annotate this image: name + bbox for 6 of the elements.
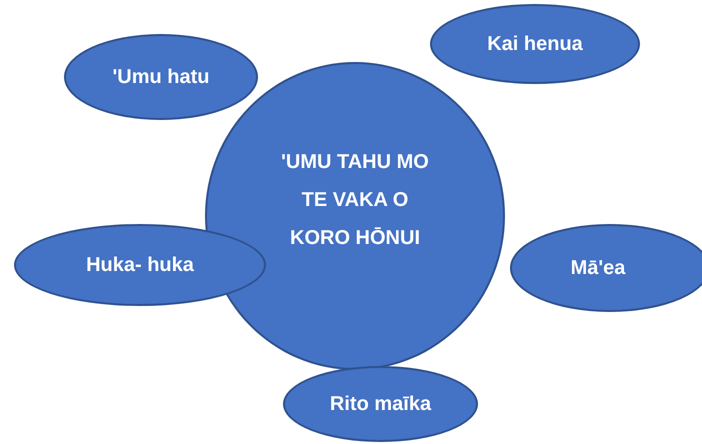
node-text: 'UMU TAHU MO TE VAKA O KORO HŌNUI	[280, 150, 430, 251]
node-text: Rito maīka	[328, 392, 432, 417]
node-text: 'Umu hatu	[112, 65, 210, 90]
node-text: Kai henua	[486, 32, 584, 57]
node-text: Mā'ea	[570, 256, 626, 281]
node-text: Huka- huka	[85, 253, 195, 278]
